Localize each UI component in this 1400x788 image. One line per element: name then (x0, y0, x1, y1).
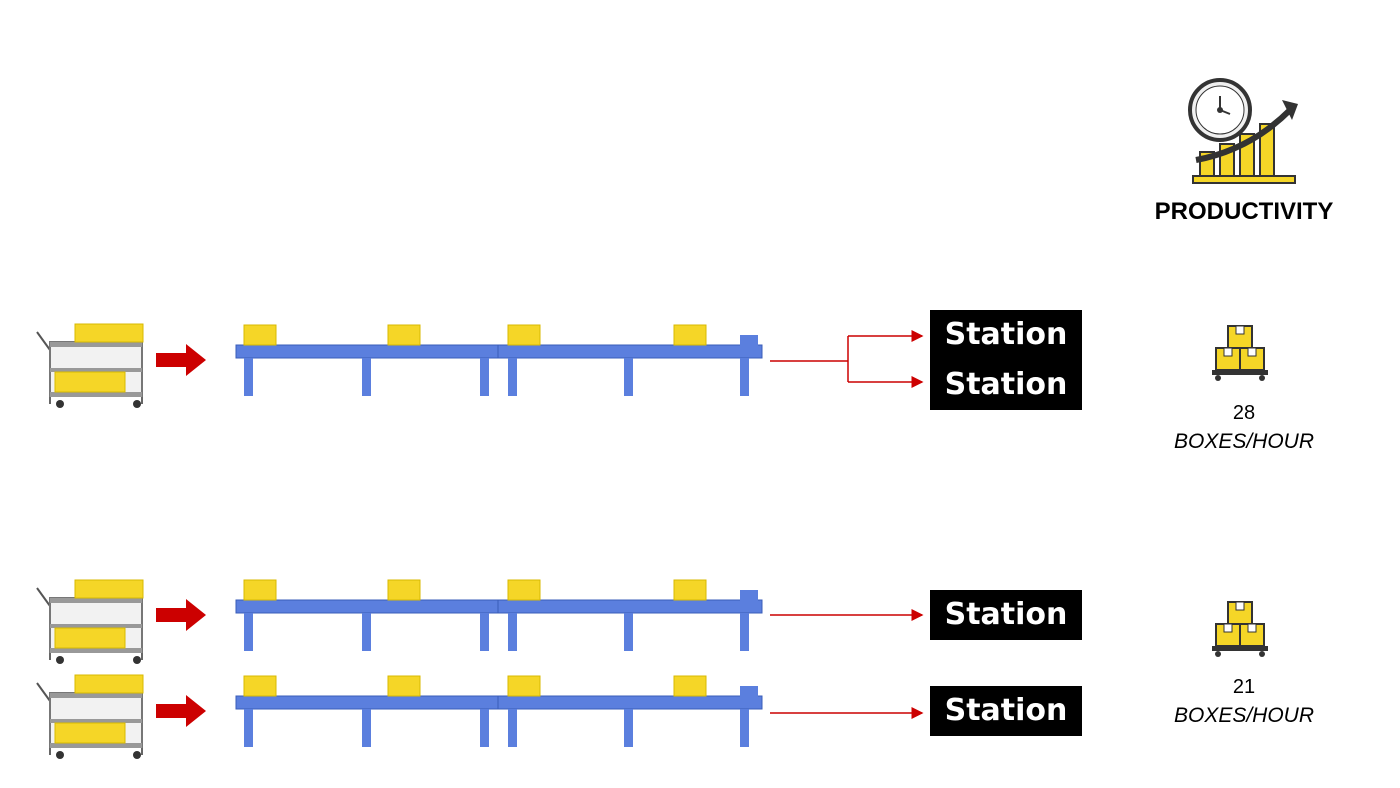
productivity-title: PRODUCTIVITY (1154, 198, 1334, 225)
station-2-box: Station 2 (930, 360, 1082, 452)
metric-value: 21 (1232, 676, 1256, 698)
scenario-2-line-1 (36, 579, 924, 665)
metric-value: 28 (1232, 402, 1256, 424)
scenario-1-line (36, 323, 924, 409)
conveyor (235, 579, 763, 652)
conveyor (235, 324, 763, 397)
station-1-box: Station 1 (930, 310, 1082, 402)
station-1-box: Station 1 (930, 590, 1082, 682)
cart-icon (36, 579, 144, 665)
clock-growth-chart-icon (1188, 78, 1298, 184)
conveyor (235, 675, 763, 748)
box-pallet-icon (1211, 325, 1269, 382)
metric-unit: BOXES/HOUR (1173, 430, 1315, 453)
cart-icon (36, 323, 144, 409)
scenario-2-line-2 (36, 674, 924, 760)
feed-arrow (156, 599, 206, 631)
station-2-box: Station 2 (930, 686, 1082, 778)
box-pallet-icon (1211, 601, 1269, 658)
cart-icon (36, 674, 144, 760)
feed-arrow (156, 695, 206, 727)
feed-arrow (156, 344, 206, 376)
metric-unit: BOXES/HOUR (1173, 704, 1315, 727)
